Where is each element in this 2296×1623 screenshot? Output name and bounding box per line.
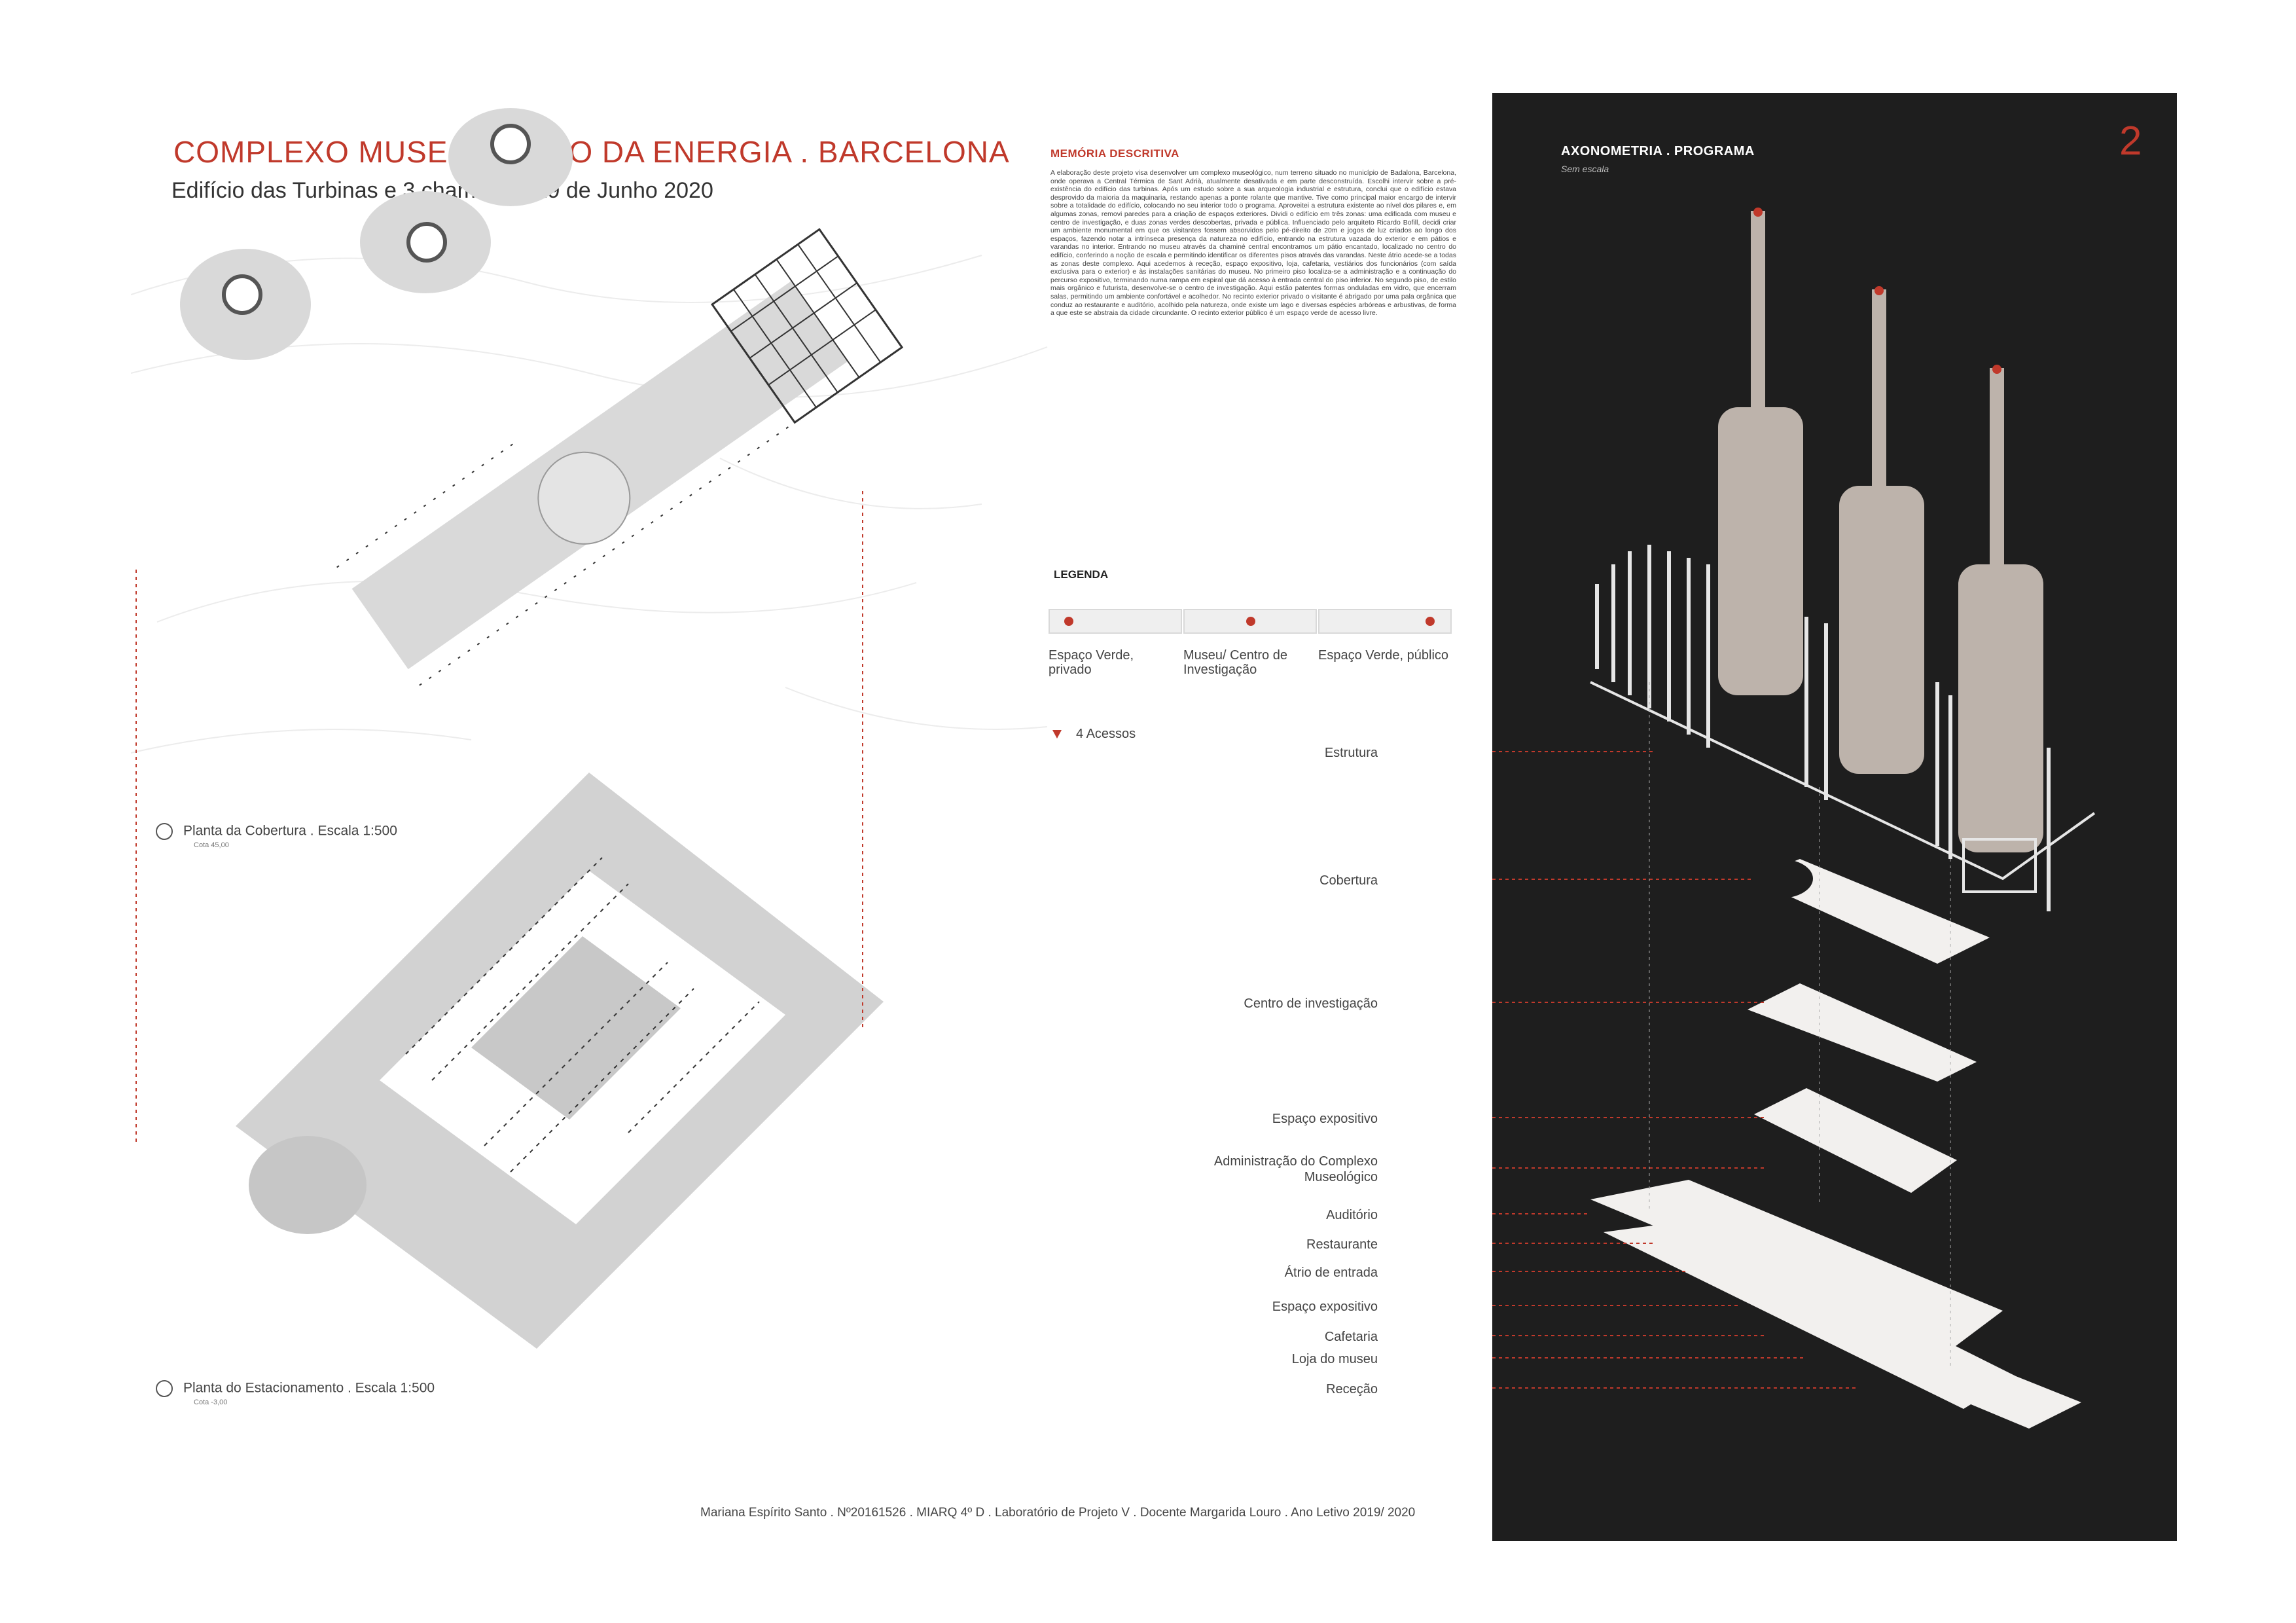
axo-label-loja: Loja do museu xyxy=(1291,1352,1378,1366)
page-number: 2 xyxy=(2119,119,2142,164)
axo-label-auditorio: Auditório xyxy=(1326,1208,1378,1222)
axo-label-cobertura: Cobertura xyxy=(1319,873,1378,888)
axo-label-centro-investigacao: Centro de investigação xyxy=(1244,996,1378,1011)
legend-label-museum: Museu/ Centro de Investigação xyxy=(1183,648,1287,677)
legend-label-public: Espaço Verde, público xyxy=(1318,648,1449,663)
axo-label-administracao: Administração do Complexo Museológico xyxy=(1213,1154,1378,1184)
roof-plan xyxy=(336,228,904,686)
legend-swatch-museum xyxy=(1183,609,1317,634)
legend-swatch-public xyxy=(1318,609,1452,634)
chimneys xyxy=(1718,211,2043,852)
axonometry-drawing xyxy=(1492,208,2096,1429)
north-icon xyxy=(156,1380,173,1397)
axo-label-rececao: Receção xyxy=(1326,1382,1378,1396)
structure xyxy=(1595,545,2051,911)
page-title: COMPLEXO MUSEOLÓGICO DA ENERGIA . BARCEL… xyxy=(173,135,1010,169)
axo-label-restaurante: Restaurante xyxy=(1306,1237,1378,1252)
axo-label-espaco-expositivo-2: Espaço expositivo xyxy=(1272,1300,1378,1314)
parking-plan-caption: Planta do Estacionamento . Escala 1:500 … xyxy=(156,1380,435,1406)
axo-label-espaco-expositivo-1: Espaço expositivo xyxy=(1272,1112,1378,1126)
legend-acessos: 4 Acessos xyxy=(1052,727,1136,742)
leader-lines xyxy=(1492,751,1859,1389)
axo-label-estrutura: Estrutura xyxy=(1324,746,1378,760)
chimney-blobs xyxy=(180,108,573,360)
parking-plan xyxy=(236,773,884,1349)
memoria-heading: MEMÓRIA DESCRITIVA xyxy=(1050,147,1179,160)
legend-heading: LEGENDA xyxy=(1054,568,1109,581)
exploded-levels xyxy=(1590,859,2081,1429)
axonometry-subtitle: Sem escala xyxy=(1561,164,1609,174)
legend-swatch-private xyxy=(1049,609,1182,634)
axo-label-atrio: Átrio de entrada xyxy=(1284,1266,1378,1280)
site-plans-drawing xyxy=(131,108,1048,1349)
roof-plan-caption: Planta da Cobertura . Escala 1:500 Cota … xyxy=(156,823,397,849)
axonometry-title: AXONOMETRIA . PROGRAMA xyxy=(1561,144,1755,158)
legend-label-private: Espaço Verde, privado xyxy=(1049,648,1134,677)
memoria-text: A elaboração deste projeto visa desenvol… xyxy=(1050,169,1456,318)
footer-credits: Mariana Espírito Santo . Nº20161526 . MI… xyxy=(700,1506,1416,1520)
north-icon xyxy=(156,823,173,840)
axo-label-cafetaria: Cafetaria xyxy=(1324,1330,1378,1344)
access-triangle-icon xyxy=(1052,730,1062,739)
